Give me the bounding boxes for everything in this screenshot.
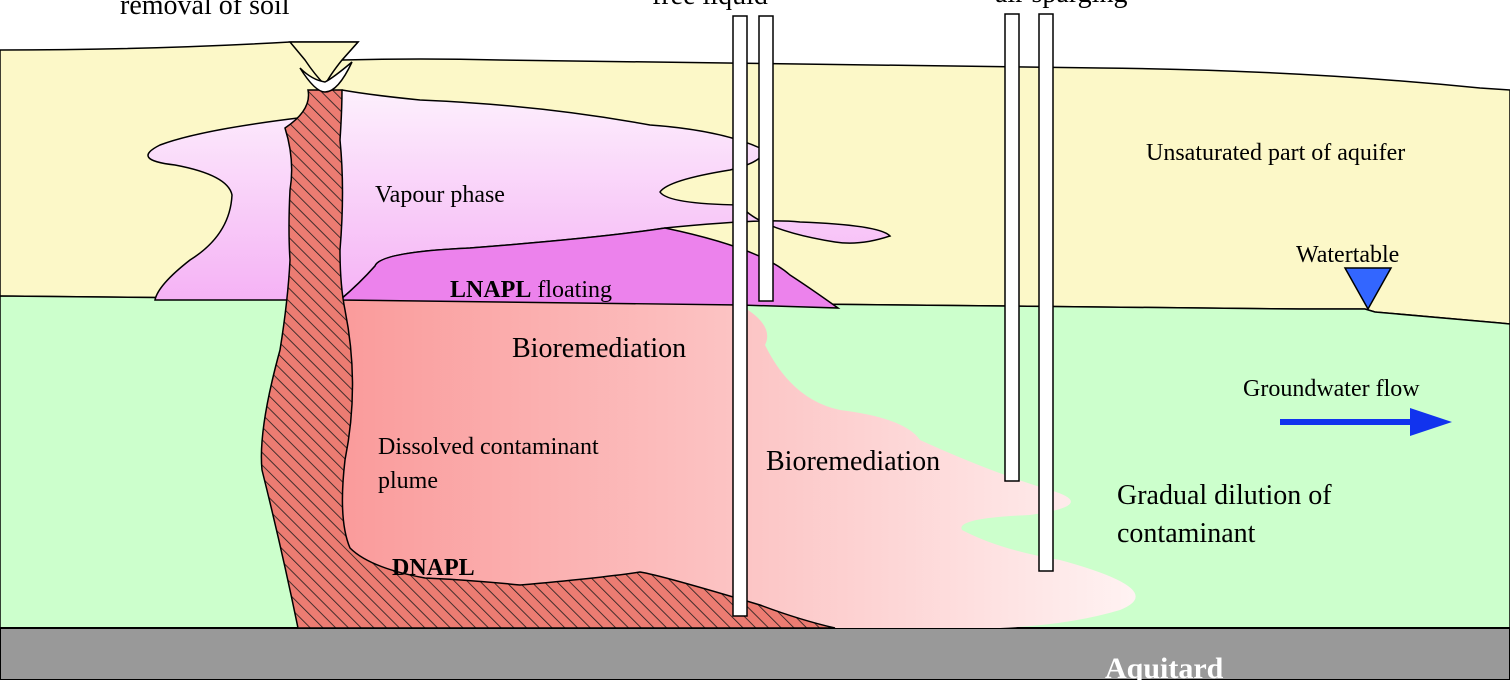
excavation-cut [299,61,353,93]
label-watertable: Watertable [1296,242,1399,268]
label-dnapl: DNAPL [392,555,475,581]
label-lnapl-floating: LNAPL floating [450,277,612,303]
label-dissolved-plume-line2: plume [378,468,438,494]
label-gradual-dilution-line1: Gradual dilution of [1117,480,1332,511]
label-unsaturated-zone: Unsaturated part of aquifer [1146,140,1405,166]
label-bioremediation-upper: Bioremediation [512,333,686,364]
label-free-liquid: free liquid [652,0,768,11]
label-bioremediation-lower: Bioremediation [766,446,940,477]
label-groundwater-flow: Groundwater flow [1243,376,1420,402]
label-air-sparging: air sparging [995,0,1127,9]
label-vapour-phase: Vapour phase [375,182,505,208]
air-sparging-well-1 [1004,13,1020,482]
air-sparging-well-2 [1038,13,1054,572]
lnapl-floating-layer [337,227,841,309]
label-dissolved-plume-line1: Dissolved contaminant [378,434,599,460]
free-liquid-well-shallow [758,15,774,302]
aquitard-layer [0,627,1510,680]
groundwater-flow-right-arrow-icon [1410,408,1452,436]
watertable-inverted-triangle-icon [1343,267,1393,311]
label-aquitard: Aquitard [1105,652,1224,680]
dnapl-source-column [260,89,836,629]
free-liquid-well-deep [732,15,748,617]
label-removal-of-soil: removal of soil [120,0,290,21]
label-gradual-dilution-line2: contaminant [1117,518,1256,549]
